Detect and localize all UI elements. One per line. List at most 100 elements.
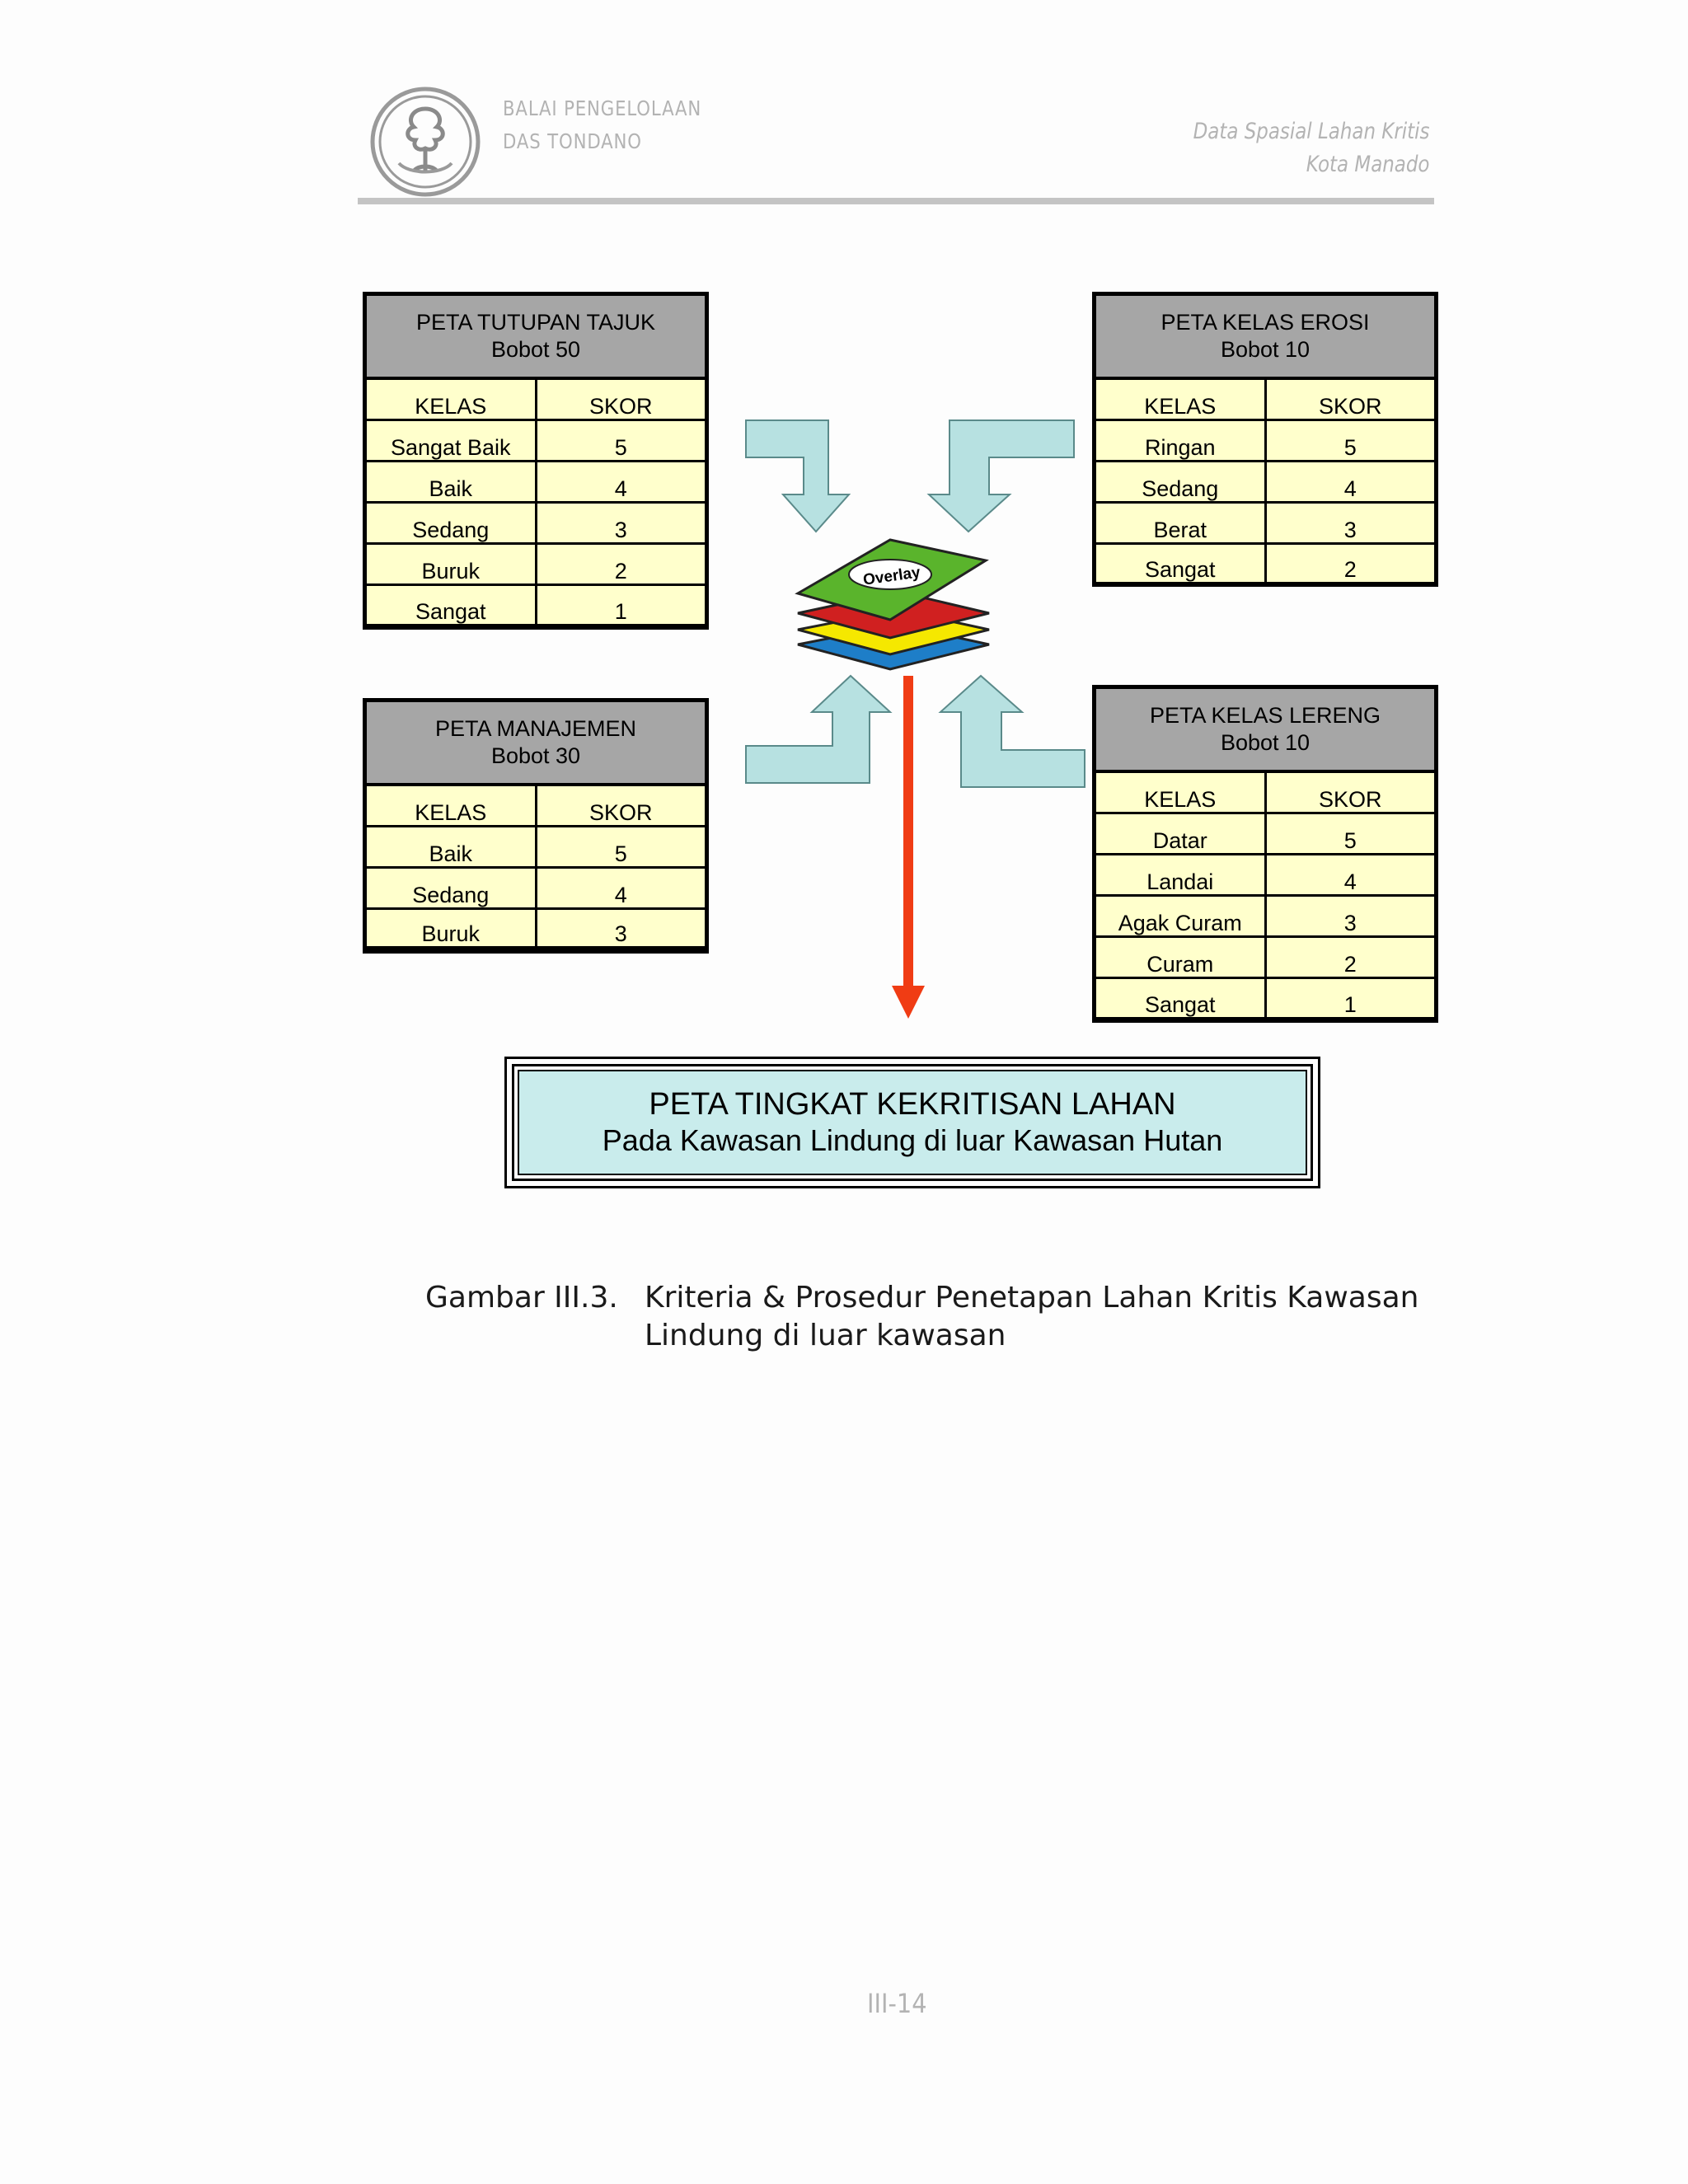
overlay-layers-icon xyxy=(795,538,990,671)
table-weight: Bobot 10 xyxy=(1220,730,1311,755)
column-header-row: KELAS SKOR xyxy=(1096,773,1434,812)
cell-kelas: Buruk xyxy=(367,545,535,583)
table-header: PETA TUTUPAN TAJUK Bobot 50 xyxy=(367,296,705,380)
header-divider xyxy=(358,198,1434,204)
input-arrow-top-right xyxy=(926,419,1075,533)
cell-kelas: Sedang xyxy=(1096,462,1264,501)
cell-kelas: Ringan xyxy=(1096,421,1264,460)
column-header-kelas: KELAS xyxy=(367,380,535,419)
cell-kelas: Landai xyxy=(1096,855,1264,894)
column-header-kelas: KELAS xyxy=(1096,773,1264,812)
table-tutupan-tajuk: PETA TUTUPAN TAJUK Bobot 50 KELAS SKOR S… xyxy=(363,292,709,630)
column-header-skor: SKOR xyxy=(1264,380,1434,419)
result-map-box: PETA TINGKAT KEKRITISAN LAHAN Pada Kawas… xyxy=(504,1057,1320,1188)
result-subtitle: Pada Kawasan Lindung di luar Kawasan Hut… xyxy=(602,1123,1223,1157)
cell-kelas: Sedang xyxy=(367,504,535,542)
cell-skor: 3 xyxy=(534,504,705,542)
cell-skor: 4 xyxy=(534,462,705,501)
table-row: Sedang 4 xyxy=(1096,460,1434,501)
header-doc-line2: Kota Manado xyxy=(1306,152,1429,177)
cell-skor: 3 xyxy=(1264,504,1434,542)
cell-skor: 2 xyxy=(1264,938,1434,977)
cell-skor: 4 xyxy=(534,869,705,907)
table-row: Sangat 2 xyxy=(1096,542,1434,582)
column-header-skor: SKOR xyxy=(534,380,705,419)
table-body: KELAS SKOR Baik 5 Sedang 4 Buruk 3 xyxy=(367,786,705,946)
table-body: KELAS SKOR Datar 5 Landai 4 Agak Curam 3… xyxy=(1096,773,1434,1017)
table-weight: Bobot 50 xyxy=(490,337,581,362)
table-row: Ringan 5 xyxy=(1096,419,1434,460)
cell-skor: 3 xyxy=(534,910,705,946)
table-header: PETA KELAS LERENG Bobot 10 xyxy=(1096,689,1434,773)
table-body: KELAS SKOR Ringan 5 Sedang 4 Berat 3 San… xyxy=(1096,380,1434,582)
table-title: PETA KELAS LERENG xyxy=(1149,703,1381,728)
cell-skor: 4 xyxy=(1264,855,1434,894)
table-row: Sangat 1 xyxy=(367,583,705,624)
caption-label: Gambar III.3. xyxy=(425,1281,618,1315)
table-row: Agak Curam 3 xyxy=(1096,894,1434,935)
table-row: Datar 5 xyxy=(1096,812,1434,853)
cell-kelas: Sedang xyxy=(367,869,535,907)
table-row: Sedang 4 xyxy=(367,866,705,907)
cell-kelas: Sangat xyxy=(367,586,535,624)
input-arrow-bottom-left xyxy=(745,674,893,784)
cell-skor: 3 xyxy=(1264,897,1434,935)
cell-skor: 5 xyxy=(534,421,705,460)
table-row: Baik 5 xyxy=(367,825,705,866)
header-doc-line1: Data Spasial Lahan Kritis xyxy=(1193,119,1429,144)
table-title: PETA TUTUPAN TAJUK xyxy=(415,310,656,335)
table-row: Sangat Baik 5 xyxy=(367,419,705,460)
table-row: Sangat 1 xyxy=(1096,977,1434,1017)
table-title: PETA KELAS EROSI xyxy=(1160,310,1370,335)
cell-skor: 5 xyxy=(1264,814,1434,853)
table-manajemen: PETA MANAJEMEN Bobot 30 KELAS SKOR Baik … xyxy=(363,698,709,954)
cell-kelas: Baik xyxy=(367,827,535,866)
header-org-line1: BALAI PENGELOLAAN xyxy=(503,96,702,120)
cell-kelas: Agak Curam xyxy=(1096,897,1264,935)
cell-kelas: Sangat xyxy=(1096,979,1264,1017)
cell-kelas: Berat xyxy=(1096,504,1264,542)
cell-kelas: Datar xyxy=(1096,814,1264,853)
table-header: PETA KELAS EROSI Bobot 10 xyxy=(1096,296,1434,380)
cell-skor: 1 xyxy=(534,586,705,624)
table-header: PETA MANAJEMEN Bobot 30 xyxy=(367,702,705,786)
column-header-row: KELAS SKOR xyxy=(367,380,705,419)
table-weight: Bobot 10 xyxy=(1220,337,1311,362)
column-header-kelas: KELAS xyxy=(1096,380,1264,419)
cell-kelas: Baik xyxy=(367,462,535,501)
table-row: Buruk 3 xyxy=(367,907,705,946)
table-row: Buruk 2 xyxy=(367,542,705,583)
header-org-line2: DAS TONDANO xyxy=(503,129,642,153)
cell-kelas: Sangat Baik xyxy=(367,421,535,460)
cell-skor: 1 xyxy=(1264,979,1434,1017)
cell-kelas: Buruk xyxy=(367,910,535,946)
table-row: Curam 2 xyxy=(1096,935,1434,977)
column-header-skor: SKOR xyxy=(534,786,705,825)
column-header-row: KELAS SKOR xyxy=(1096,380,1434,419)
table-weight: Bobot 30 xyxy=(490,743,581,768)
result-title: PETA TINGKAT KEKRITISAN LAHAN xyxy=(649,1087,1176,1122)
table-row: Landai 4 xyxy=(1096,853,1434,894)
table-kelas-lereng: PETA KELAS LERENG Bobot 10 KELAS SKOR Da… xyxy=(1092,685,1438,1023)
cell-kelas: Sangat xyxy=(1096,545,1264,582)
output-arrow xyxy=(892,676,925,1019)
cell-skor: 4 xyxy=(1264,462,1434,501)
cell-kelas: Curam xyxy=(1096,938,1264,977)
institution-logo xyxy=(370,87,481,197)
table-row: Baik 4 xyxy=(367,460,705,501)
input-arrow-bottom-right xyxy=(938,674,1085,788)
table-body: KELAS SKOR Sangat Baik 5 Baik 4 Sedang 3… xyxy=(367,380,705,624)
table-kelas-erosi: PETA KELAS EROSI Bobot 10 KELAS SKOR Rin… xyxy=(1092,292,1438,587)
column-header-skor: SKOR xyxy=(1264,773,1434,812)
header-org: BALAI PENGELOLAAN DAS TONDANO xyxy=(503,92,701,158)
column-header-kelas: KELAS xyxy=(367,786,535,825)
column-header-row: KELAS SKOR xyxy=(367,786,705,825)
table-row: Sedang 3 xyxy=(367,501,705,542)
cell-skor: 2 xyxy=(1264,545,1434,582)
input-arrow-top-left xyxy=(745,419,851,533)
header-document-title: Data Spasial Lahan Kritis Kota Manado xyxy=(1193,115,1429,181)
cell-skor: 5 xyxy=(1264,421,1434,460)
cell-skor: 5 xyxy=(534,827,705,866)
page-number: III-14 xyxy=(867,1988,927,2019)
